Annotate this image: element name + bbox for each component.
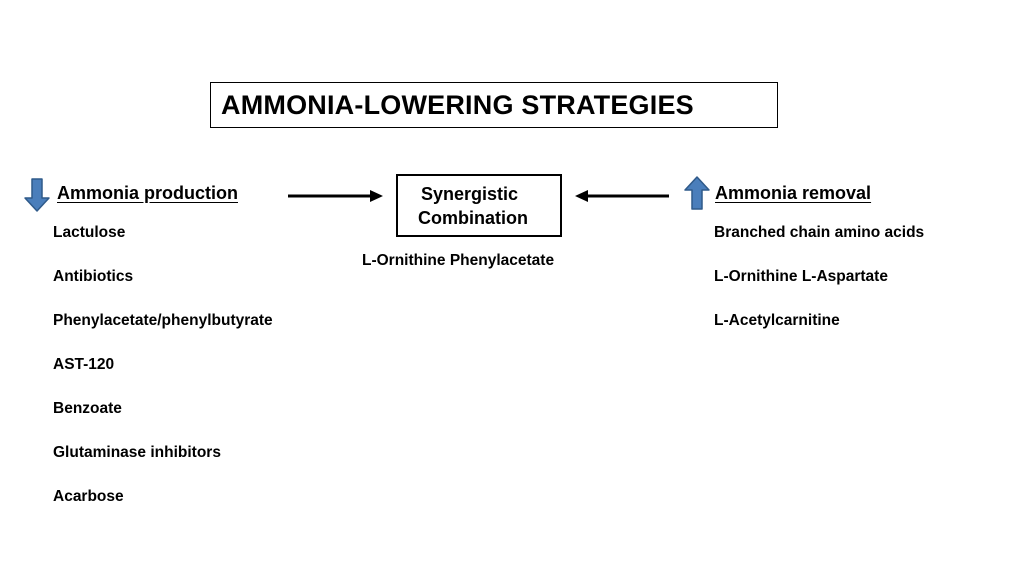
list-item: AST-120: [53, 356, 115, 373]
list-item: Lactulose: [53, 224, 126, 241]
title-box: AMMONIA-LOWERING STRATEGIES: [210, 82, 778, 128]
synergistic-example: L-Ornithine Phenylacetate: [362, 252, 555, 269]
list-item: Phenylacetate/phenylbutyrate: [53, 312, 273, 329]
list-item: Branched chain amino acids: [714, 224, 925, 241]
list-item: Antibiotics: [53, 268, 134, 285]
synergistic-combination-box: Synergistic Combination: [396, 174, 562, 237]
ammonia-production-heading: Ammonia production: [57, 183, 238, 203]
center-box-line2: Combination: [418, 208, 528, 228]
right-pointing-arrow-icon: [288, 190, 383, 202]
list-item: L-Acetylcarnitine: [714, 312, 840, 329]
list-item: Glutaminase inhibitors: [53, 444, 221, 461]
ammonia-removal-heading: Ammonia removal: [715, 183, 872, 203]
list-item: Benzoate: [53, 400, 122, 417]
diagram-title: AMMONIA-LOWERING STRATEGIES: [221, 89, 694, 120]
center-box-line1: Synergistic: [421, 184, 519, 204]
up-arrow-icon: [684, 176, 710, 210]
list-item: L-Ornithine L-Aspartate: [714, 268, 888, 285]
list-item: Acarbose: [53, 488, 124, 505]
left-pointing-arrow-icon: [575, 190, 669, 202]
down-arrow-icon: [24, 178, 50, 212]
